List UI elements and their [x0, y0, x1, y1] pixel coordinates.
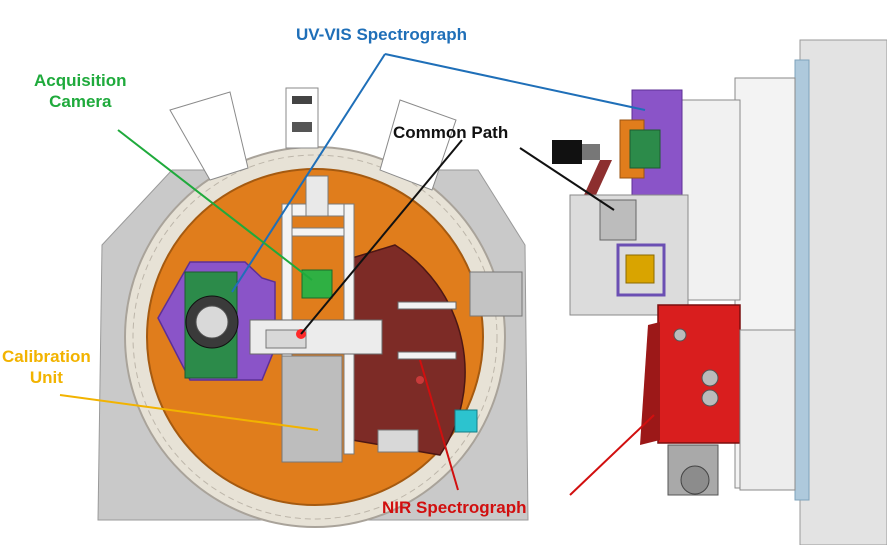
uv-vis-label: UV-VIS Spectrograph — [296, 25, 467, 44]
common-path-leader-right — [519, 147, 615, 211]
nir-leader-right — [569, 414, 655, 496]
acquisition-label-line1: Acquisition — [34, 71, 127, 90]
calibration-leader — [59, 394, 319, 431]
side-housing — [799, 39, 887, 545]
common-path-label: Common Path — [393, 123, 509, 142]
nir-spectrograph-body — [351, 244, 466, 456]
uv-vis-leader-right — [384, 53, 646, 111]
common-path-leader-left — [300, 139, 463, 335]
calibration-unit-slab — [281, 355, 343, 463]
side-view-assembly — [552, 39, 887, 545]
acquisition-label-line2: Camera — [49, 92, 112, 111]
leader-lines — [59, 53, 655, 496]
calibration-label-line1: Calibration — [2, 347, 91, 366]
nir-module-side — [657, 304, 741, 444]
calibration-label-line2: Unit — [29, 368, 63, 387]
nir-leader-left — [419, 359, 459, 491]
nir-spectrograph-label: NIR Spectrograph — [382, 498, 527, 517]
calibration-unit-label: Calibration Unit — [2, 346, 91, 388]
uv-vis-leader-left — [231, 53, 386, 293]
top-view-assembly — [97, 87, 529, 528]
acquisition-leader — [117, 129, 313, 281]
acquisition-camera-label: Acquisition Camera — [34, 70, 127, 112]
